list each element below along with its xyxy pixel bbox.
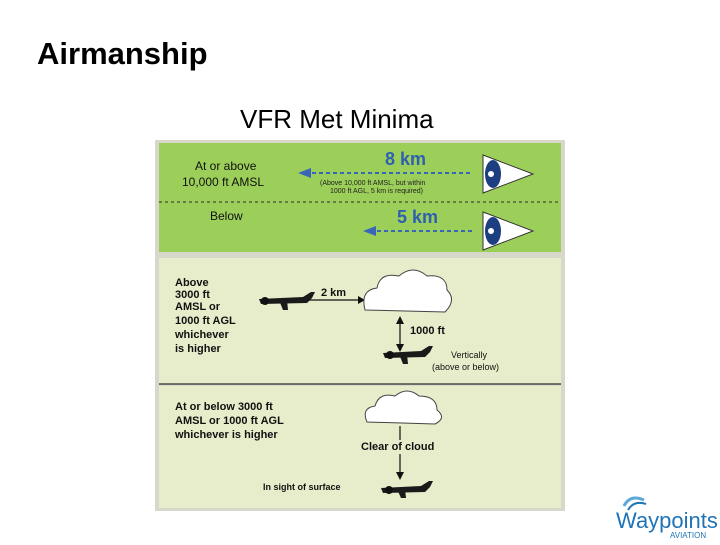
vfr-minima-figure: At or above 10,000 ft AMSL 8 km (Above 1… <box>155 140 565 511</box>
label-line: AMSL or 1000 ft AGL <box>175 415 284 427</box>
logo-swoosh-icon <box>622 496 647 511</box>
distance-1000ft: 1000 ft <box>410 325 445 337</box>
label-line: 1000 ft AGL <box>175 315 236 327</box>
eye-icon <box>482 211 535 251</box>
note-line1: (Above 10,000 ft AMSL, but within <box>320 180 426 187</box>
cloud-icon <box>364 390 442 425</box>
slide-title: Airmanship <box>37 36 208 71</box>
panel-at-or-below-3000ft <box>159 386 561 508</box>
arrow-1000ft-down <box>396 344 404 352</box>
note-line2: 1000 ft AGL, 5 km is required) <box>330 188 423 195</box>
panel-above-3000ft <box>159 258 561 384</box>
logo-name: Waypoints <box>616 508 718 533</box>
distance-8km: 8 km <box>385 149 426 169</box>
airplane-icon <box>259 292 315 310</box>
label-line: whichever is higher <box>174 429 278 441</box>
label-below: Below <box>210 209 243 223</box>
vertical-note-line2: (above or below) <box>432 362 499 372</box>
vertical-note-line1: Vertically <box>451 350 488 360</box>
label-line: is higher <box>175 343 222 355</box>
arrow-clear-head <box>396 472 404 480</box>
distance-5km: 5 km <box>397 207 438 227</box>
eye-icon <box>482 154 535 194</box>
cloud-icon <box>363 269 452 313</box>
arrow-8km-head <box>298 168 311 178</box>
waypoints-logo: Waypoints AVIATION <box>610 492 720 540</box>
arrow-2km-head <box>358 296 365 304</box>
arrow-1000ft-up <box>396 316 404 324</box>
label-10000ft-amsl: 10,000 ft AMSL <box>182 175 264 189</box>
airplane-icon <box>381 481 433 498</box>
logo-sub: AVIATION <box>670 531 706 540</box>
label-line: 3000 ft <box>175 289 210 301</box>
label-line: At or below 3000 ft <box>175 401 273 413</box>
in-sight-of-surface: In sight of surface <box>263 482 341 492</box>
arrow-5km-head <box>363 226 376 236</box>
airplane-icon <box>383 346 433 364</box>
label-line: whichever <box>174 329 230 341</box>
label-line: Above <box>175 277 209 289</box>
vfr-minima-diagram: At or above 10,000 ft AMSL 8 km (Above 1… <box>159 143 561 508</box>
label-at-or-above: At or above <box>195 159 257 173</box>
clear-of-cloud: Clear of cloud <box>361 441 434 453</box>
label-line: AMSL or <box>175 301 221 313</box>
distance-2km: 2 km <box>321 287 346 299</box>
slide-subtitle: VFR Met Minima <box>240 104 434 134</box>
